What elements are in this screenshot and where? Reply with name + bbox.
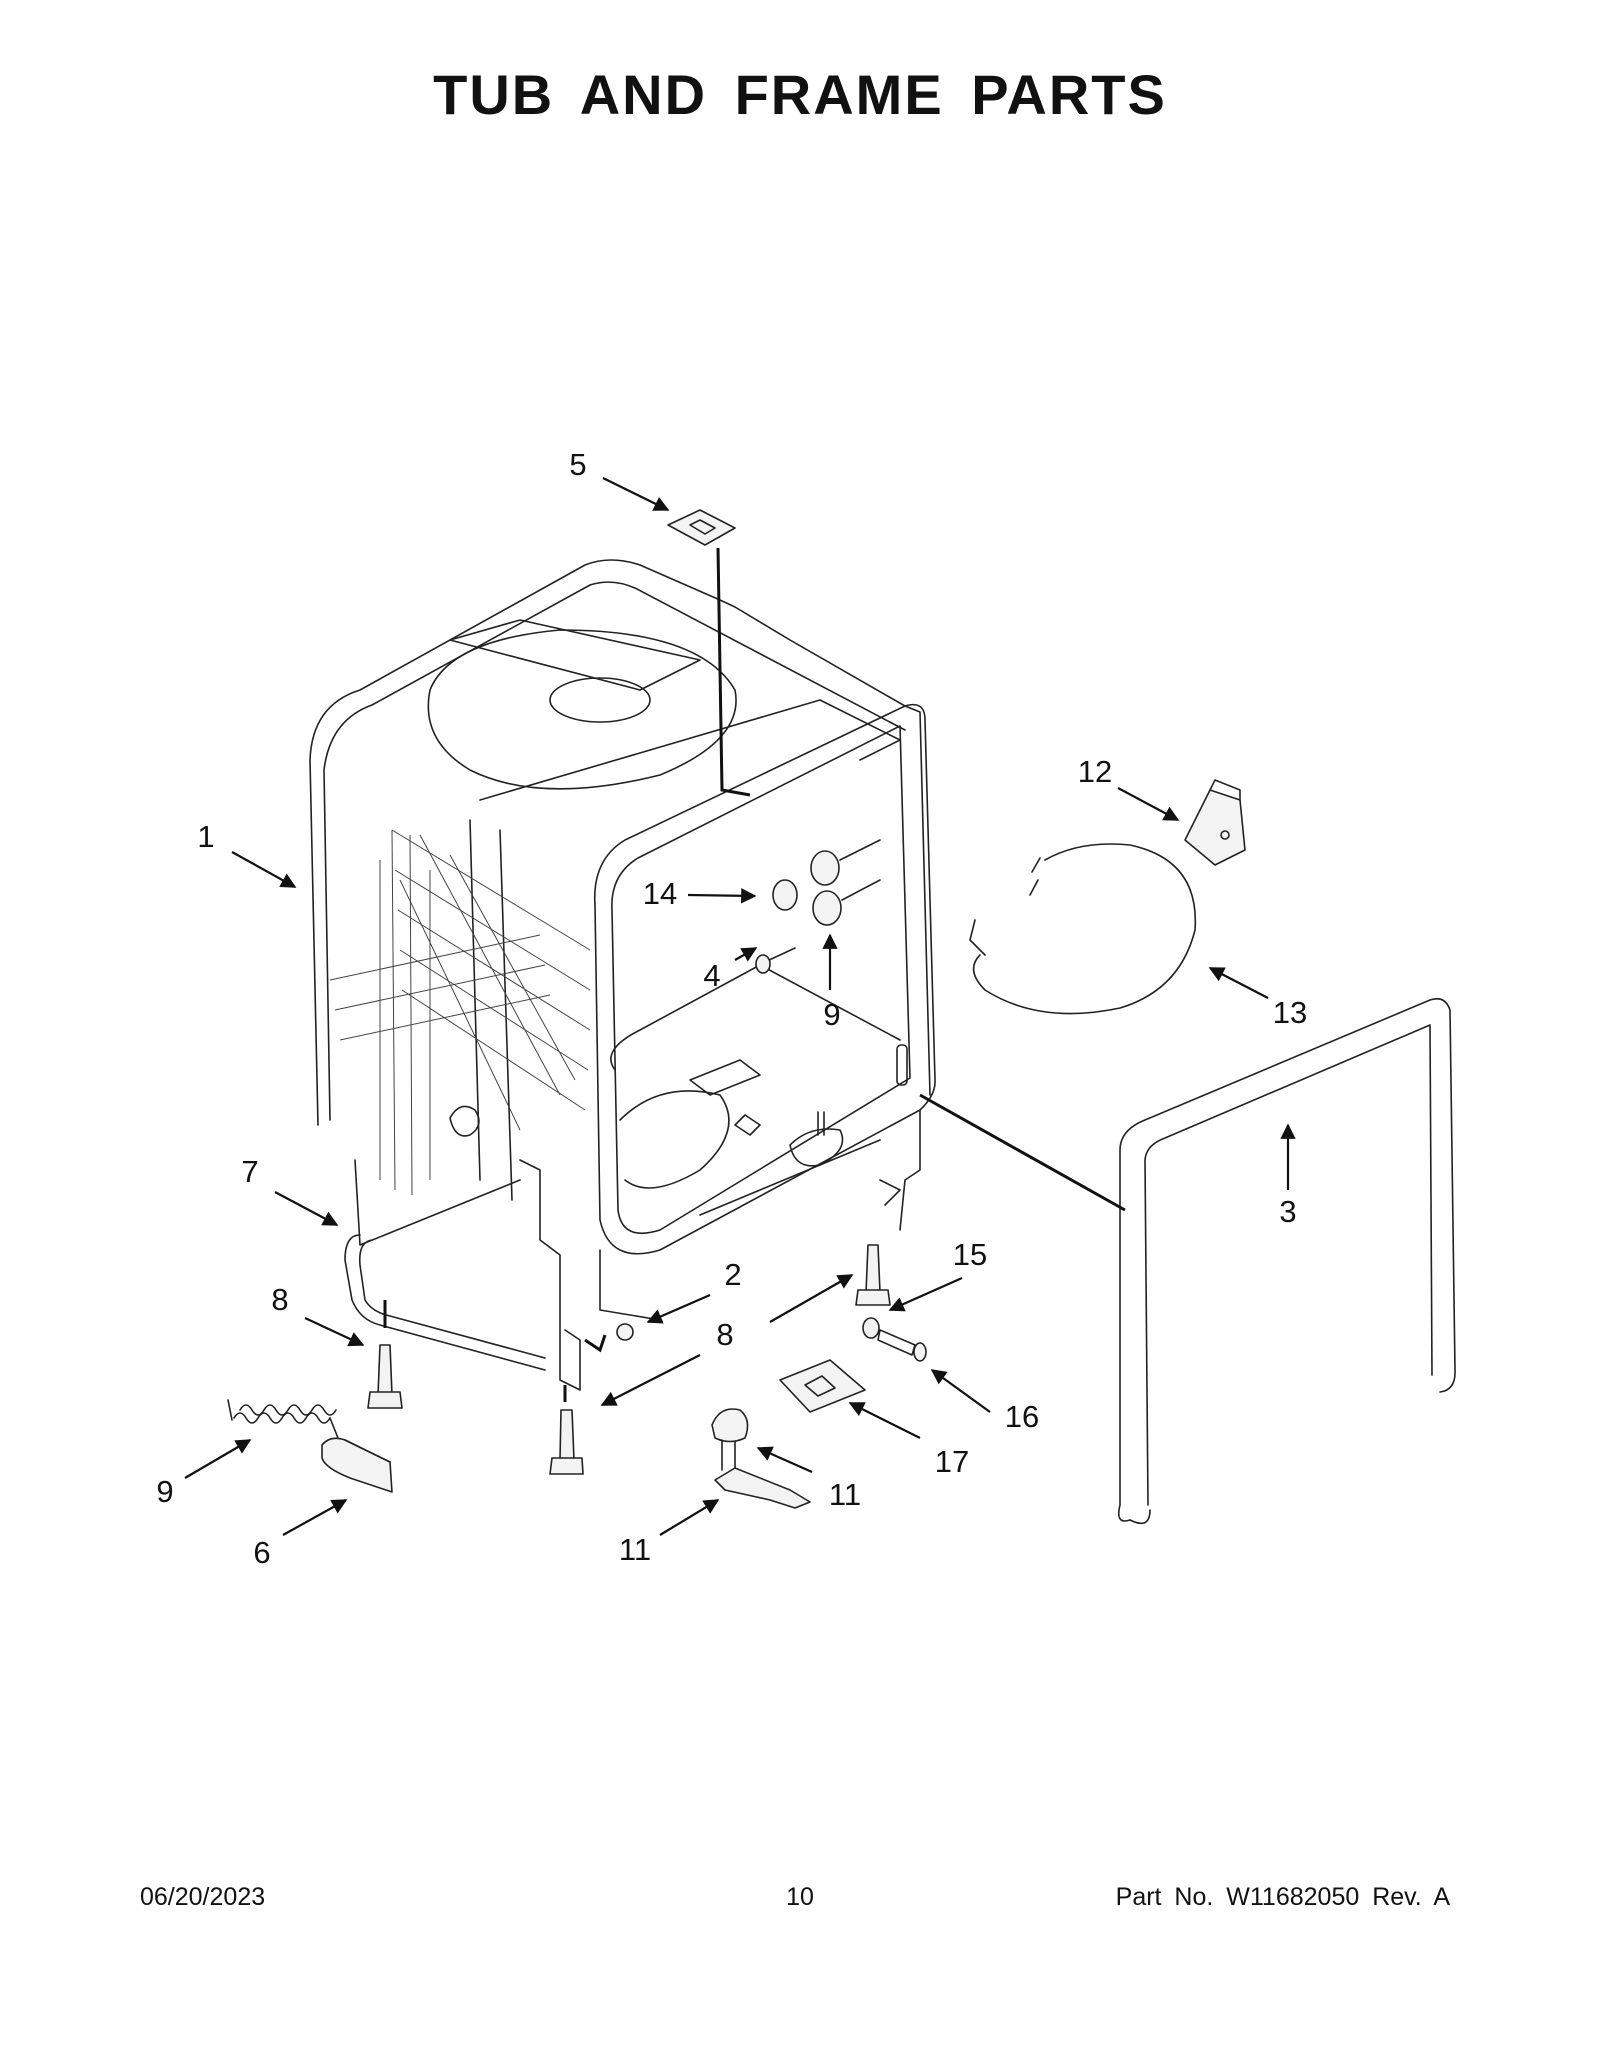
tub-assembly-drawing — [309, 559, 936, 1391]
callout-9: 9 — [156, 1474, 173, 1509]
callout-17: 16 — [1005, 1399, 1039, 1434]
leveling-leg-left-drawing — [367, 1344, 403, 1409]
door-gasket-drawing — [1117, 997, 1456, 1525]
valve-parts-drawing — [755, 839, 881, 974]
callout-7: 7 — [241, 1154, 258, 1189]
callout-8-center: 8 — [716, 1317, 733, 1352]
callout-13: 12 — [1078, 754, 1112, 789]
callout-11: 11 — [619, 1532, 651, 1567]
bracket-part-13-drawing — [1184, 779, 1246, 866]
pad-part-6-drawing — [321, 1437, 393, 1493]
callout-2: 2 — [724, 1257, 741, 1292]
spring-part-9-drawing — [227, 1399, 339, 1439]
fastener-part-2-drawing — [616, 1323, 634, 1341]
page-title: TUB AND FRAME PARTS — [433, 63, 1167, 126]
callout-15: 14 — [643, 876, 677, 911]
callout-4: 4 — [703, 958, 720, 993]
callout-16: 15 — [953, 1237, 987, 1272]
tube-part-7-drawing — [344, 1234, 546, 1371]
print-date: 06/20/2023 — [140, 1883, 266, 1911]
leader-arrows — [184, 477, 1296, 1536]
page-number: 10 — [786, 1883, 814, 1911]
callout-10: 9 — [823, 997, 840, 1032]
callout-14: 13 — [1273, 995, 1307, 1030]
plate-part-18-drawing — [779, 1359, 866, 1413]
bracket-part-11-drawing — [714, 1467, 811, 1509]
callout-3: 3 — [1279, 1194, 1296, 1229]
sensor-part-12-drawing — [711, 1408, 749, 1471]
callout-18: 17 — [935, 1444, 969, 1479]
bolt-part-17-drawing — [862, 1317, 927, 1362]
leveling-leg-right-drawing — [855, 1244, 891, 1306]
callout-8-left: 8 — [271, 1282, 288, 1317]
wire-harness-part-14-drawing — [969, 843, 1197, 1015]
part-number: Part No. W11682050 Rev. A — [1115, 1883, 1450, 1911]
tie-lines — [383, 547, 1126, 1402]
callout-12: 11 — [829, 1477, 861, 1512]
callout-6: 6 — [253, 1535, 270, 1570]
callout-5: 5 — [569, 447, 586, 482]
clip-part-5-drawing — [667, 509, 736, 546]
leveling-leg-center-drawing — [549, 1409, 584, 1475]
callout-1: 1 — [197, 819, 214, 854]
